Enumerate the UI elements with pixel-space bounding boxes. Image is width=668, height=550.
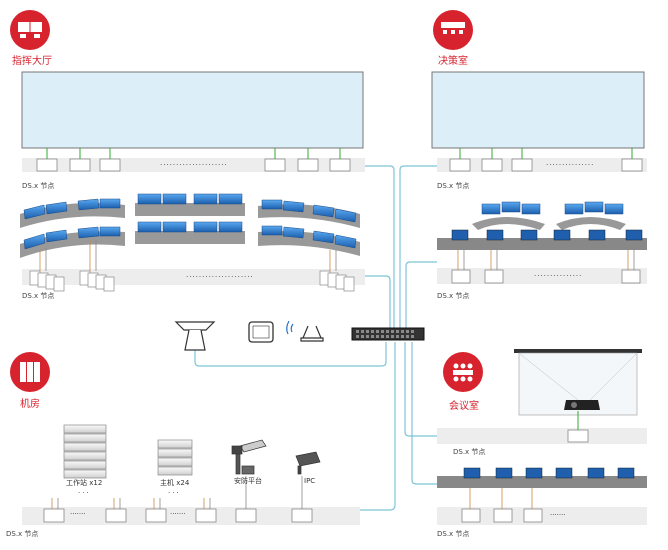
command-hall-consoles bbox=[20, 202, 360, 258]
dots-workstation-nodes: ······· bbox=[70, 510, 86, 518]
dots-command-wall: ..................... bbox=[160, 159, 228, 167]
command-desk-nodes bbox=[29, 270, 355, 292]
machine-room-nodes bbox=[43, 508, 313, 523]
node-label-machine-room: DS.x 节点 bbox=[6, 530, 39, 538]
link-decision-wall bbox=[399, 165, 437, 330]
decision-room-badge bbox=[433, 10, 473, 50]
dots-decision-wall: ............... bbox=[546, 159, 595, 167]
network-switch bbox=[351, 327, 425, 341]
meeting-table-icon bbox=[453, 363, 473, 382]
decision-wall-nodes bbox=[449, 158, 643, 172]
meeting-desk-nodes bbox=[461, 508, 543, 523]
workstation-label: 工作站 x12 bbox=[66, 479, 103, 487]
ipc-camera bbox=[295, 451, 321, 475]
link-meeting-desks bbox=[411, 342, 437, 485]
dots-meeting-nodes: ······· bbox=[550, 511, 566, 519]
security-camera-dome bbox=[231, 439, 267, 475]
decision-room-consoles bbox=[472, 217, 626, 230]
meeting-room-badge bbox=[443, 352, 483, 392]
command-hall-monitors bbox=[23, 193, 357, 250]
decision-room-monitors bbox=[481, 201, 624, 215]
node-label-projector: DS.x 节点 bbox=[453, 448, 486, 456]
node-label-decision-desks: DS.x 节点 bbox=[437, 292, 470, 300]
dots-decision-desks: ............... bbox=[534, 270, 583, 278]
link-command-desks bbox=[365, 275, 391, 330]
decision-desk-nodes bbox=[451, 269, 641, 284]
dots-host-nodes: ······· bbox=[170, 510, 186, 518]
command-wall-nodes bbox=[36, 158, 351, 172]
dots-host-stack: ··· bbox=[168, 489, 181, 497]
projector-node-strip bbox=[437, 428, 647, 444]
dots-workstation-stack: ··· bbox=[78, 489, 91, 497]
decision-desk-cables bbox=[457, 250, 635, 270]
node-label-command-wall: DS.x 节点 bbox=[22, 182, 55, 190]
meeting-room-label: 会议室 bbox=[449, 401, 479, 412]
security-platform-label: 安防平台 bbox=[234, 477, 262, 485]
link-terminals bbox=[194, 340, 387, 367]
command-wall-node-cables bbox=[46, 148, 341, 159]
ipc-label: IPC bbox=[304, 477, 316, 485]
host-stack bbox=[157, 439, 193, 476]
node-label-meeting-desks: DS.x 节点 bbox=[437, 530, 470, 538]
node-label-decision-wall: DS.x 节点 bbox=[437, 182, 470, 190]
dots-command-desks: ..................... bbox=[186, 271, 254, 279]
decision-room-desk bbox=[437, 238, 647, 250]
link-machine-room bbox=[360, 342, 396, 511]
link-meeting-projector bbox=[404, 342, 437, 437]
projector bbox=[564, 400, 600, 410]
decision-desk-screens bbox=[451, 229, 643, 241]
command-desk-cables bbox=[39, 240, 337, 271]
machine-room-badge bbox=[10, 352, 50, 392]
node-label-command-desks: DS.x 节点 bbox=[22, 292, 55, 300]
video-wall-icon bbox=[18, 22, 42, 38]
command-hall-badge bbox=[10, 10, 50, 50]
command-hall-label: 指挥大厅 bbox=[12, 56, 52, 67]
wifi-router bbox=[286, 320, 324, 342]
link-command-wall bbox=[365, 165, 395, 338]
conference-screen-icon bbox=[441, 22, 465, 34]
tablet-device bbox=[248, 321, 274, 343]
host-label: 主机 x24 bbox=[160, 479, 190, 487]
meeting-desk-cables bbox=[469, 488, 533, 509]
workstation-stack bbox=[63, 424, 107, 479]
decision-room-label: 决策室 bbox=[438, 56, 468, 67]
machine-room-label: 机房 bbox=[20, 399, 40, 410]
decision-wall-node-cables bbox=[459, 148, 633, 159]
projection-screen bbox=[514, 349, 642, 416]
meeting-room-desk bbox=[437, 476, 647, 488]
link-decision-desks bbox=[405, 261, 437, 330]
terminal-kiosk bbox=[174, 321, 216, 351]
decision-room-video-wall bbox=[431, 71, 645, 149]
projector-node bbox=[567, 429, 589, 443]
server-rack-icon bbox=[20, 362, 40, 382]
command-hall-video-wall bbox=[21, 71, 364, 149]
meeting-desk-laptops bbox=[463, 467, 635, 479]
network-links bbox=[194, 165, 437, 511]
machine-room-cables bbox=[51, 476, 303, 509]
